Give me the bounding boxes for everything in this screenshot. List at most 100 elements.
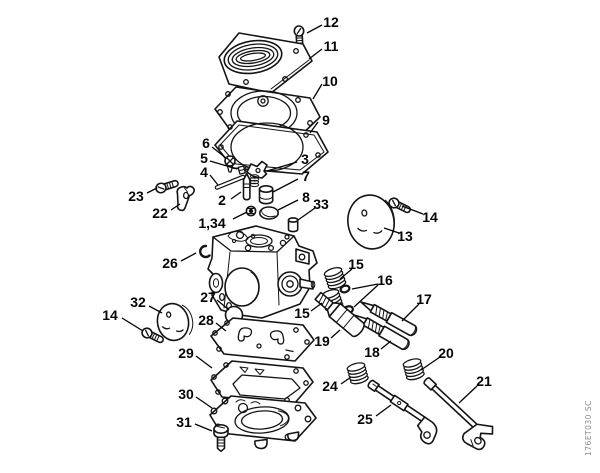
leader-line [209, 160, 238, 170]
leader-line [308, 48, 323, 60]
swivel-screw-drawing [154, 177, 181, 195]
part-number-label: 5 [200, 150, 208, 166]
leader-line [309, 121, 319, 134]
part-number-label: 16 [377, 272, 393, 288]
cover-disc-left-drawing [156, 302, 194, 342]
pump-cover-drawing [218, 32, 313, 94]
callout-27: 27 [200, 289, 230, 311]
part-number-label: 26 [162, 255, 178, 271]
part-number-label: 33 [313, 196, 329, 212]
part-number-label: 29 [178, 345, 194, 361]
leader-line [216, 299, 230, 311]
part-number-label: 28 [198, 312, 214, 328]
leader-line [148, 305, 163, 314]
callout-31: 31 [176, 414, 213, 432]
callout-17: 17 [401, 291, 432, 322]
part-number-label: 10 [322, 73, 338, 89]
callout-16: 16 [351, 272, 393, 308]
leader-line [310, 302, 323, 312]
part-number-label: 15 [294, 305, 310, 321]
callout-18: 18 [364, 340, 392, 360]
leader-line [330, 329, 341, 339]
callout-19: 19 [314, 329, 341, 349]
leader-line [380, 340, 392, 350]
o-ring-upper-drawing [339, 284, 351, 294]
callout-3: 3 [266, 151, 309, 172]
cover-disc-right-drawing [347, 194, 395, 250]
leader-line [401, 205, 424, 215]
leader-line [353, 284, 379, 308]
part-number-label: 6 [202, 135, 210, 151]
leader-line [339, 268, 353, 280]
part-number-label: 22 [152, 205, 168, 221]
leader-line [195, 355, 213, 369]
part-number-label: 14 [102, 307, 118, 323]
artwork-layer [139, 24, 494, 453]
callout-26: 26 [162, 252, 197, 271]
part-number-label: 24 [322, 378, 338, 394]
part-number-label: 30 [178, 386, 194, 402]
callout-24: 24 [322, 376, 352, 394]
part-number-label: 9 [322, 112, 330, 128]
leader-line [195, 396, 213, 409]
callout-15: 15 [294, 302, 323, 321]
part-number-label: 13 [397, 228, 413, 244]
metering-diaphragm-drawing [210, 317, 315, 362]
retaining-clip-drawing [199, 244, 211, 259]
watermark-text: 176ET030 SC [584, 400, 593, 456]
leader-line [215, 322, 227, 332]
leader-line [266, 161, 298, 172]
callout-14: 14 [401, 205, 438, 225]
part-number-label: 7 [302, 168, 310, 184]
leader-line [297, 207, 316, 221]
callout-28: 28 [198, 312, 227, 332]
throttle-shaft-drawing [367, 379, 438, 445]
callout-4: 4 [200, 164, 219, 186]
part-number-label: 18 [364, 344, 380, 360]
choke-shaft-drawing [423, 377, 494, 451]
part-number-label: 25 [357, 411, 373, 427]
callout-14: 14 [102, 307, 144, 332]
idle-speed-screw-drawing [314, 291, 365, 338]
callout-12: 12 [306, 14, 339, 34]
leader-line [351, 283, 379, 290]
carburetor-body-drawing [207, 225, 318, 319]
leader-line [306, 24, 323, 34]
part-number-label: 20 [438, 345, 454, 361]
leader-line [277, 199, 299, 211]
callout-10: 10 [312, 73, 338, 100]
leader-line [180, 252, 197, 262]
callout-13: 13 [383, 227, 413, 244]
callout-32: 32 [130, 294, 163, 314]
metering-parts-drawing [214, 155, 299, 233]
part-number-label: 3 [301, 151, 309, 167]
callout-20: 20 [420, 345, 454, 371]
pump-gasket-drawing [214, 120, 329, 175]
pump-body-cover-drawing [209, 395, 317, 450]
part-number-label: 14 [422, 209, 438, 225]
callout-2: 2 [218, 191, 242, 208]
part-number-label: 32 [130, 294, 146, 310]
part-number-label: 23 [128, 188, 144, 204]
leader-line [401, 303, 420, 322]
callout-6: 6 [202, 135, 227, 159]
part-number-label: 2 [218, 192, 226, 208]
leader-line [375, 404, 392, 417]
part-number-label: 27 [200, 289, 216, 305]
throttle-shaft-spring-drawing [345, 360, 370, 386]
callout-29: 29 [178, 345, 213, 369]
callout-33: 33 [297, 196, 329, 221]
leader-line [194, 423, 213, 432]
leader-line [340, 376, 352, 385]
part-number-label: 31 [176, 414, 192, 430]
part-number-label: 21 [476, 373, 492, 389]
leader-line [232, 211, 248, 220]
callout-30: 30 [178, 386, 213, 409]
swivel-clip-drawing [176, 185, 196, 212]
part-number-label: 11 [324, 38, 339, 54]
callout-1-34: 1,34 [198, 211, 248, 231]
leader-line [121, 317, 144, 332]
